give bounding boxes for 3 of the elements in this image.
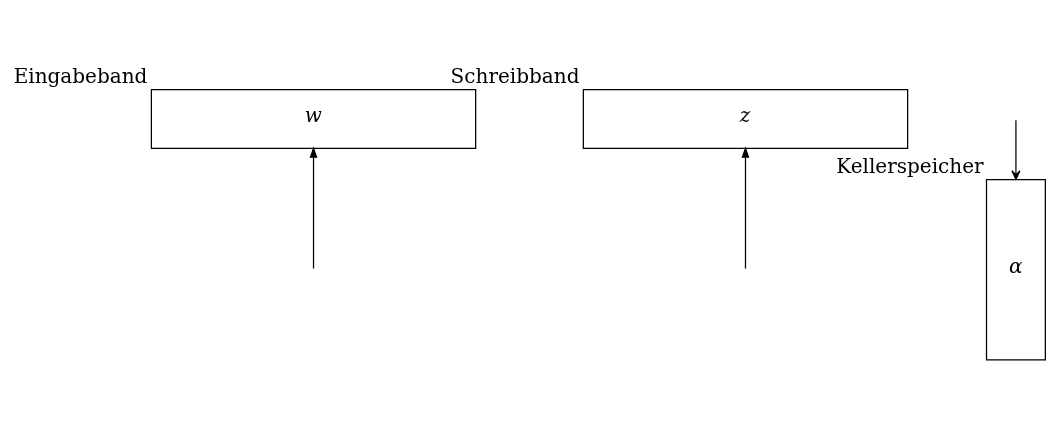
node-label: Schreibband xyxy=(450,63,580,88)
node-label: Eingabeband xyxy=(13,63,148,88)
node-label: Kellerspeicher xyxy=(836,153,984,178)
